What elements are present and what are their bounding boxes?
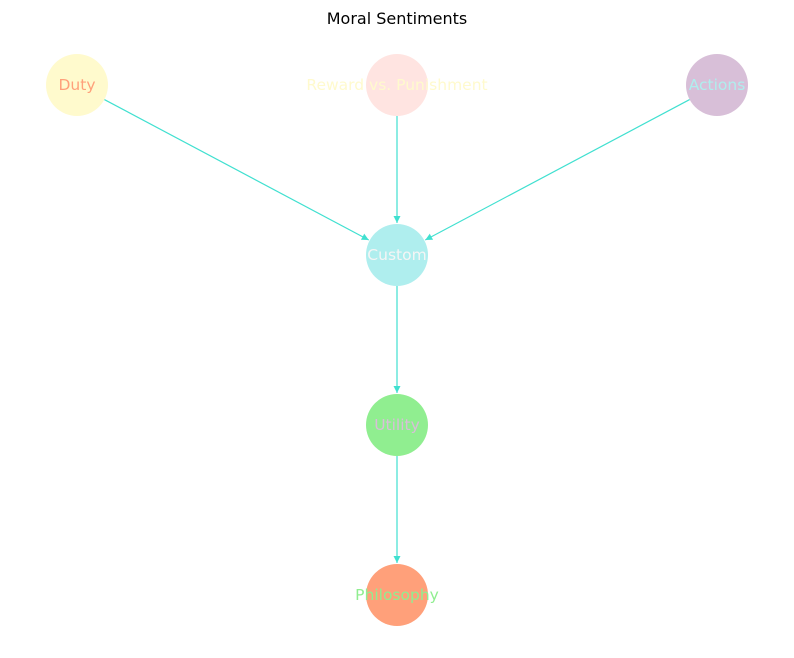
node-label-philosophy: Philosophy (355, 586, 439, 604)
node-circle-reward (366, 54, 428, 116)
node-circle-actions (686, 54, 748, 116)
node-label-reward: Reward vs. Punishment (306, 76, 487, 94)
node-duty: Duty (46, 54, 108, 116)
node-custom: Custom (366, 224, 428, 286)
node-reward: Reward vs. Punishment (306, 54, 488, 116)
node-circle-custom (366, 224, 428, 286)
node-circle-philosophy (366, 564, 428, 626)
node-actions: Actions (686, 54, 748, 116)
node-label-custom: Custom (367, 246, 426, 264)
nodes-layer: Duty Reward vs. Punishment ActionsCustomUt… (46, 54, 748, 626)
edges-layer (104, 99, 690, 563)
node-label-actions: Actions (689, 76, 746, 94)
edge-actions-to-custom (424, 99, 690, 241)
diagram-title: Moral Sentiments (327, 9, 468, 28)
node-label-utility: Utility (374, 416, 420, 434)
node-philosophy: Philosophy (355, 564, 439, 626)
edge-duty-to-custom (104, 99, 370, 241)
node-circle-utility (366, 394, 428, 456)
node-utility: Utility (366, 394, 428, 456)
node-circle-duty (46, 54, 108, 116)
node-label-duty: Duty (58, 76, 95, 94)
